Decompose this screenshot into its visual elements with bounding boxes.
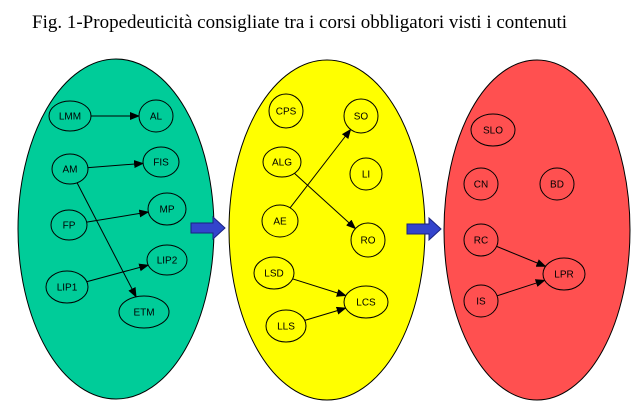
node-lsd-label: LSD xyxy=(264,269,283,280)
node-fis-label: FIS xyxy=(153,158,169,169)
node-cn-shape xyxy=(463,167,499,201)
node-lsd: LSD xyxy=(253,256,295,290)
node-rc-shape xyxy=(463,223,499,257)
node-ro-label: RO xyxy=(361,236,376,247)
node-lcs-shape xyxy=(343,285,389,319)
node-ro-shape xyxy=(350,222,386,258)
node-lip2-label: LIP2 xyxy=(157,256,178,267)
group-layer xyxy=(17,58,631,401)
node-lls-shape xyxy=(265,309,307,343)
node-cps-label: CPS xyxy=(276,107,297,118)
node-ae-shape xyxy=(261,204,299,238)
node-lmm-label: LMM xyxy=(59,112,81,123)
node-is-shape xyxy=(463,284,499,318)
node-lcs: LCS xyxy=(343,285,389,319)
node-ro: RO xyxy=(350,222,386,258)
node-lmm-shape xyxy=(48,100,92,132)
node-am-label: AM xyxy=(63,165,78,176)
node-fp-shape xyxy=(50,209,88,241)
edge-am-to-etm xyxy=(71,172,137,298)
node-is: IS xyxy=(463,284,499,318)
node-lsd-shape xyxy=(253,256,295,290)
node-lpr-shape xyxy=(542,257,586,291)
node-bd-shape xyxy=(539,167,575,201)
node-is-label: IS xyxy=(476,297,486,308)
node-so: SO xyxy=(343,98,379,134)
node-so-shape xyxy=(343,98,379,134)
node-alg-shape xyxy=(262,146,302,178)
node-rc-label: RC xyxy=(474,236,488,247)
node-etm-shape xyxy=(118,295,170,329)
node-bd: BD xyxy=(539,167,575,201)
node-lls: LLS xyxy=(265,309,307,343)
node-lpr-label: LPR xyxy=(554,270,573,281)
node-lip1-shape xyxy=(45,270,89,304)
node-lip1-label: LIP1 xyxy=(57,283,78,294)
edge-ae-to-so xyxy=(282,128,352,219)
node-fis: FIS xyxy=(142,146,180,178)
node-etm: ETM xyxy=(118,295,170,329)
node-mp-shape xyxy=(147,192,187,226)
edge-alg-to-ro xyxy=(284,164,357,230)
node-bd-label: BD xyxy=(550,180,564,191)
node-alg-label: ALG xyxy=(272,158,292,169)
node-lip1: LIP1 xyxy=(45,270,89,304)
node-am: AM xyxy=(51,153,89,185)
node-mp: MP xyxy=(147,192,187,226)
node-cps: CPS xyxy=(268,93,304,129)
node-fis-shape xyxy=(142,146,180,178)
group-middle-region xyxy=(228,59,426,401)
node-lpr: LPR xyxy=(542,257,586,291)
node-so-label: SO xyxy=(354,112,369,123)
node-cn-label: CN xyxy=(474,180,488,191)
node-al-shape xyxy=(138,99,174,133)
node-al: AL xyxy=(138,99,174,133)
node-lcs-label: LCS xyxy=(356,298,376,309)
node-ae-label: AE xyxy=(273,217,287,228)
node-mp-label: MP xyxy=(160,205,175,216)
node-fp: FP xyxy=(50,209,88,241)
node-fp-label: FP xyxy=(63,221,76,232)
group-left-region xyxy=(17,58,215,400)
node-am-shape xyxy=(51,153,89,185)
node-li: LI xyxy=(349,157,383,191)
node-lip2-shape xyxy=(146,244,188,276)
node-slo-shape xyxy=(470,113,516,147)
figure-title: Fig. 1-Propedeuticità consigliate tra i … xyxy=(32,12,568,33)
node-slo-label: SLO xyxy=(483,126,503,137)
node-cn: CN xyxy=(463,167,499,201)
transition-layer xyxy=(190,215,442,242)
transition-arrow-middle-to-right xyxy=(406,216,442,242)
node-rc: RC xyxy=(463,223,499,257)
node-etm-label: ETM xyxy=(133,308,154,319)
node-ae: AE xyxy=(261,204,299,238)
node-alg: ALG xyxy=(262,146,302,178)
node-lip2: LIP2 xyxy=(146,244,188,276)
node-cps-shape xyxy=(268,93,304,129)
node-al-label: AL xyxy=(150,112,163,123)
transition-arrow-left-to-middle xyxy=(190,215,226,241)
node-lmm: LMM xyxy=(48,100,92,132)
node-li-shape xyxy=(349,157,383,191)
node-slo: SLO xyxy=(470,113,516,147)
node-li-label: LI xyxy=(362,170,370,181)
node-lls-label: LLS xyxy=(277,322,295,333)
